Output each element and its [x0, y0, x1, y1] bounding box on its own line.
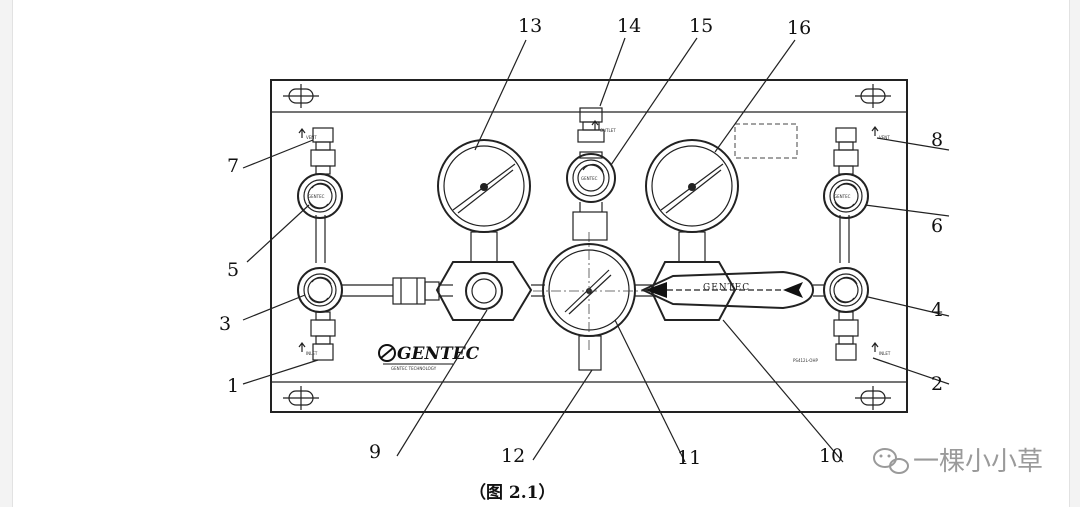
mounting-slot-top-left	[283, 84, 319, 108]
callout-12: 12	[501, 445, 525, 467]
panel-frame	[270, 79, 908, 413]
gentec-logo: GENTEC GENTEC TECHNOLOGY	[378, 344, 480, 371]
pressure-gauge-13	[437, 139, 531, 233]
callout-6: 6	[931, 215, 943, 237]
valve-knob-brand: GENTEC	[834, 194, 851, 199]
callout-16: 16	[787, 17, 811, 39]
callout-1: 1	[227, 375, 239, 397]
port-label-inlet-left: INLET	[306, 351, 318, 356]
port-label-vent-right: VENT	[879, 135, 890, 140]
outlet-fitting-14	[577, 107, 605, 143]
port-label-inlet-right: INLET	[879, 351, 891, 356]
callout-4: 4	[931, 299, 943, 321]
callout-11: 11	[677, 447, 701, 469]
valve-knob-5: GENTEC	[297, 173, 343, 219]
figure-caption: （图 2.1）	[469, 482, 556, 503]
label-plate	[734, 123, 798, 159]
callout-3: 3	[219, 313, 231, 335]
valve-knob-brand: GENTEC	[308, 194, 325, 199]
callout-14: 14	[617, 15, 641, 37]
wechat-icon	[873, 448, 909, 474]
regulator-bonnet	[572, 211, 608, 241]
shutoff-handle: GENTEC	[640, 270, 815, 310]
watermark-text: 一棵小小草	[913, 447, 1043, 477]
regulator-knob-15: GENTEC	[566, 153, 616, 203]
arrow-up-icon	[298, 120, 879, 352]
port-label-outlet: OUTLET	[600, 128, 616, 133]
callout-7: 7	[227, 155, 239, 177]
callout-5: 5	[227, 259, 239, 281]
document-page: VENT VENT INLET INLET OUTLET GENTEC GENT…	[12, 0, 1070, 507]
gentec-logo-subtitle: GENTEC TECHNOLOGY	[391, 366, 437, 371]
gentec-logo-text: GENTEC	[397, 344, 480, 364]
mounting-slot-bottom-left	[283, 386, 319, 410]
pressure-gauge-16	[645, 139, 739, 233]
callout-2: 2	[931, 373, 943, 395]
mounting-slot-bottom-right	[855, 386, 891, 410]
port-label-vent-left: VENT	[306, 135, 317, 140]
regulator-center-11	[533, 232, 645, 350]
fitting-vent-left	[310, 127, 336, 175]
handle-brand: GENTEC	[703, 283, 750, 293]
fitting-vent-right	[833, 127, 859, 175]
callout-9: 9	[369, 441, 381, 463]
valve-knob-4	[823, 267, 869, 313]
gauge-stem-12	[578, 335, 602, 371]
valve-knob-6: GENTEC	[823, 173, 869, 219]
fitting-inlet-right	[833, 311, 859, 361]
regulator-knob-brand: GENTEC	[581, 176, 598, 181]
union-fitting	[392, 277, 440, 305]
callout-10: 10	[819, 445, 843, 467]
callout-15: 15	[689, 15, 713, 37]
mounting-slot-top-right	[855, 84, 891, 108]
model-number: PS412L-OHP	[793, 358, 818, 363]
callout-13: 13	[518, 15, 542, 37]
callout-8: 8	[931, 129, 943, 151]
panel-drawing: VENT VENT INLET INLET OUTLET GENTEC GENT…	[219, 15, 1043, 503]
valve-knob-3	[297, 267, 343, 313]
leader-lines	[242, 37, 950, 463]
regulator-body-9	[435, 231, 533, 321]
